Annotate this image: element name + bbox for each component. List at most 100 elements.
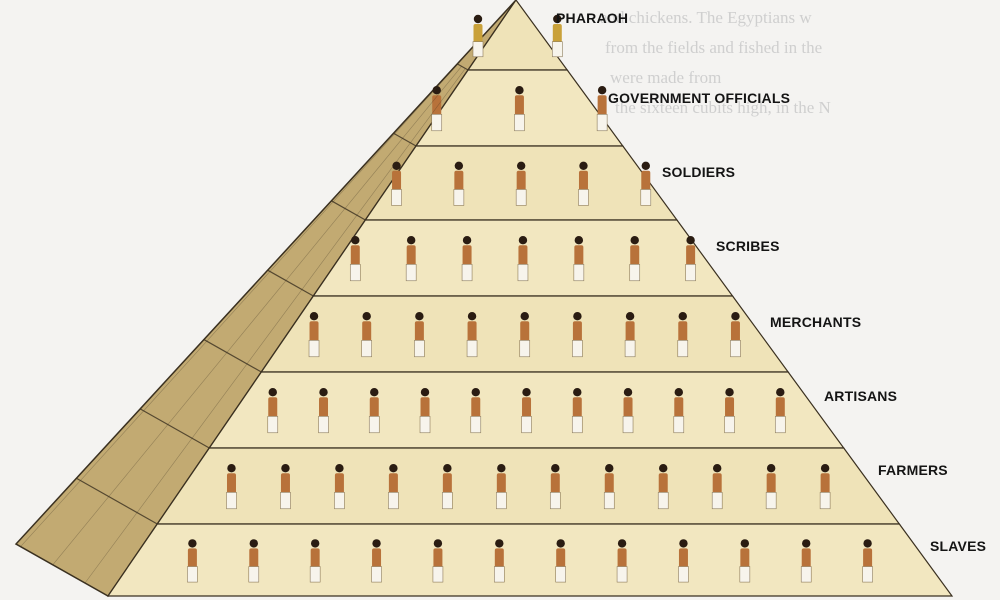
figure-head [573,388,582,397]
figure-kilt [549,492,561,510]
background-text-line: and chickens. The Egyptians w [600,8,812,27]
figure-body [623,397,633,420]
figure-kilt [267,416,279,434]
figure-head [597,86,607,95]
stone-joint-line [143,340,208,412]
figure-head [556,539,565,548]
stone-joint-line [356,142,411,216]
figure-body [572,397,582,420]
figure-kilt [730,340,741,358]
figure-body [420,397,430,420]
figure-body [414,321,424,344]
figure-kilt [514,114,525,132]
figure-body [578,170,588,193]
figure-body [319,397,329,420]
figure-body [597,95,607,118]
stone-joint-line [20,480,81,547]
tier-label-pharaoh: PHARAOH [556,10,629,26]
figure-body [574,245,584,268]
stone-band-line [393,132,417,147]
figure-head [679,539,688,548]
figure-kilt [334,492,345,510]
tier-label-merchants: MERCHANTS [770,314,862,330]
figure-kilt [677,340,689,358]
figure-kilt [551,41,563,58]
figure-head [625,312,635,321]
figure-head [188,539,197,548]
figure-head [802,539,811,548]
figure-head [372,539,381,548]
figure-body [454,170,464,193]
stone-band-line [203,339,262,373]
figure-head [389,464,398,473]
figure-head [518,236,528,245]
figure-head [678,312,687,321]
stone-band-line [267,269,314,297]
figure-kilt [453,189,465,206]
figure-head [573,312,582,321]
figure-body [442,473,452,496]
figure-body [350,245,360,268]
figure-body [432,95,442,118]
figure-body [369,397,379,420]
figure-head [454,161,464,170]
figure-head [497,464,506,473]
figure-head [392,161,401,170]
stone-joint-line [206,271,271,342]
figure-body [775,397,785,420]
figure-kilt [578,189,589,206]
figure-body [686,245,696,268]
figure-kilt [616,566,628,583]
figure-kilt [555,566,566,583]
figure-body [406,245,416,268]
stone-joint-line [402,66,462,139]
figure-body [658,473,668,496]
figure-kilt [391,189,402,206]
figure-kilt [629,264,641,282]
figure-head [467,312,477,321]
figure-body [730,321,740,344]
figure-head [462,236,472,245]
figure-head [712,464,722,473]
figure-body [674,397,684,420]
figure-head [473,14,483,24]
figure-head [432,86,441,95]
figure-kilt [624,340,636,358]
figure-body [740,548,750,570]
figure-head [227,464,236,473]
stone-joint-line [136,438,193,513]
figure-kilt [739,566,751,583]
figure-kilt [419,416,431,434]
stone-joint-line [226,280,287,353]
figure-kilt [673,416,685,434]
figure-head [520,312,529,321]
figure-head [268,388,277,397]
figure-kilt [371,566,382,583]
tier-label-farmers: FARMERS [878,462,948,478]
figure-body [630,245,640,268]
figure-kilt [368,416,380,434]
figure-body [522,397,532,420]
figure-head [766,464,776,473]
background-text-line: were made from [610,68,722,87]
figure-head [443,464,452,473]
figure-kilt [571,416,583,434]
figure-kilt [472,41,484,58]
figure-body [249,548,259,570]
tier-label-slaves: SLAVES [930,538,987,554]
figure-body [268,397,278,420]
figure-body [310,548,320,570]
figure-body [309,321,319,344]
figure-kilt [819,492,831,510]
figure-body [766,473,776,496]
figure-head [623,388,633,397]
figure-kilt [724,416,735,434]
figure-kilt [678,566,689,583]
stone-joint-line [52,496,109,565]
figure-head [674,388,683,397]
figure-head [351,236,360,245]
stone-joint-line [301,215,358,290]
tier-label-scribes: SCRIBES [716,238,780,254]
figure-body [372,548,382,570]
